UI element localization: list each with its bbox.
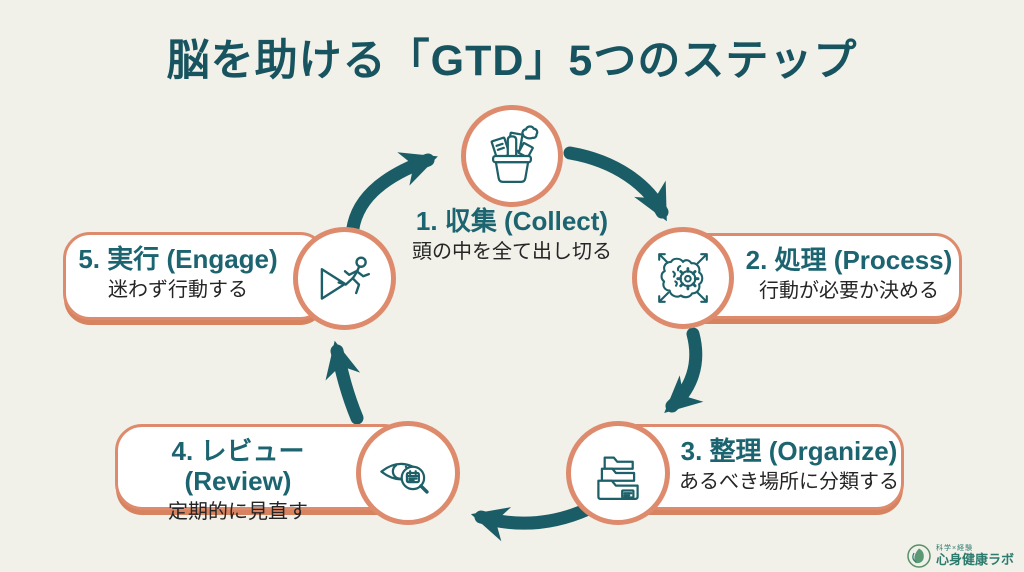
step-subtitle: 頭の中を全て出し切る [412,241,612,263]
page-title: 脳を助ける「GTD」5つのステップ [166,37,858,85]
step-subtitle: 定期的に見直す [168,501,308,523]
step-title: 5. 実行 (Engage) [78,244,278,274]
step-subtitle: 迷わず行動する [108,279,248,301]
step-5-engage: 5. 実行 (Engage) 迷わず行動する [70,244,286,303]
brand-name: 心身健康ラボ [935,551,1014,567]
step-3-icon-circle [566,421,670,525]
arrow-collect-to-process-icon [563,146,669,222]
step-2-icon-circle [632,227,734,329]
step-subtitle: 行動が必要か決める [759,280,939,302]
step-title: 1. 収集 (Collect) [415,206,609,236]
eye-magnifier-review-icon [380,462,429,494]
basket-collect-icon [490,125,539,184]
folders-organize-icon [597,456,639,501]
step-title: 3. 整理 (Organize) [680,436,898,466]
arrow-review-to-engage-icon [325,340,364,425]
brand-logo: 科学×経験 心身健康ラボ [906,543,1014,569]
brain-gear-process-icon [658,253,708,303]
play-runner-engage-icon [320,255,370,300]
arrow-process-to-organize-icon [664,327,704,413]
brand-tagline: 科学×経験 [935,545,974,552]
arrow-organize-to-review-icon [470,502,595,542]
step-4-icon-circle [356,421,460,525]
step-4-review: 4. レビュー (Review) 定期的に見直す [126,436,350,525]
step-1-icon-circle [461,105,563,207]
step-title: 2. 処理 (Process) [745,245,953,275]
step-5-icon-circle [293,227,396,330]
step-subtitle: あるべき場所に分類する [679,471,899,493]
step-3-organize: 3. 整理 (Organize) あるべき場所に分類する [678,436,900,495]
step-title: 4. レビュー (Review) [171,436,305,496]
arrow-engage-to-collect-icon [345,152,438,243]
step-5-panel [63,232,327,320]
brand-leaf-icon [907,544,931,568]
step-2-process: 2. 処理 (Process) 行動が必要か決める [742,245,956,304]
step-1-collect: 1. 収集 (Collect) 頭の中を全て出し切る [362,206,662,265]
